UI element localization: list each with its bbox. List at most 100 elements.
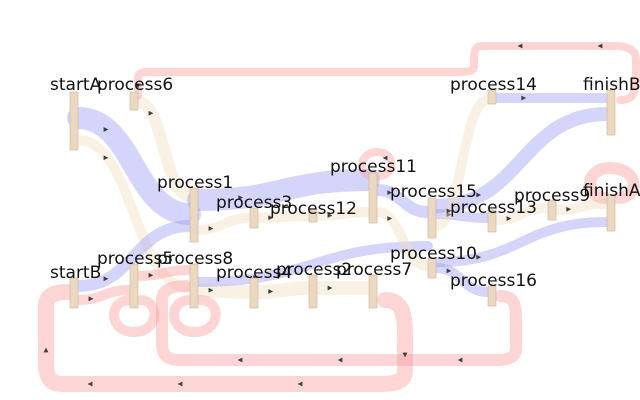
flow-arrow-icon <box>337 357 343 363</box>
node-bar-process16 <box>487 285 497 307</box>
flow-link-process9-to-finishA <box>551 199 612 215</box>
flow-link-startB-to-process5 <box>73 285 135 305</box>
node-bar-finishA <box>606 194 616 232</box>
flow-arrow-icon <box>476 192 482 198</box>
node-bar-startB <box>69 277 79 309</box>
node-label-process11: process11 <box>330 157 417 177</box>
flow-link-process13-to-process9 <box>491 203 553 225</box>
flow-arrow-icon <box>476 254 482 260</box>
node-label-startB: startB <box>50 263 101 283</box>
node-label-process16: process16 <box>450 271 537 291</box>
node-label-process14: process14 <box>450 75 537 95</box>
flow-link-process15-to-process13 <box>431 209 493 223</box>
flow-link-process5-to-process8 <box>133 265 195 281</box>
flow-arrow-icon <box>148 110 154 116</box>
flow-link-process4-to-process2 <box>251 281 316 299</box>
flow-arrow-icon <box>517 43 523 49</box>
flow-link-process15-to-process14 <box>431 95 493 231</box>
node-label-process2: process2 <box>276 260 352 280</box>
flow-link-process3-to-process12 <box>253 211 314 223</box>
flow-link-process6-to-process1 <box>132 96 196 202</box>
node-bar-process2 <box>308 274 318 309</box>
node-label-finishA: finishA <box>583 181 640 201</box>
node-label-process1: process1 <box>157 173 233 193</box>
flow-link-process10-to-process16 <box>431 263 493 297</box>
node-label-process5: process5 <box>97 249 173 269</box>
node-bar-process12 <box>308 209 318 223</box>
flow-arrow-icon <box>208 226 214 231</box>
flow-link-process10-to-finishA <box>431 217 612 267</box>
node-label-process4: process4 <box>216 263 292 283</box>
flow-arrow-icon <box>43 347 49 353</box>
node-label-process13: process13 <box>450 198 537 218</box>
flow-arrow-icon <box>103 127 109 132</box>
flow-arrow-icon <box>402 352 408 358</box>
flow-arrow-icon <box>177 381 183 387</box>
node-bar-process15 <box>427 197 437 239</box>
node-bar-process13 <box>487 209 497 233</box>
flow-arrow-icon <box>87 381 93 387</box>
flow-link-process5-to-process5 <box>109 295 160 338</box>
flow-arrow-icon <box>446 268 452 274</box>
flow-arrow-icon <box>387 190 393 196</box>
node-bar-process14 <box>487 89 497 105</box>
flow-link-process1-to-process11 <box>187 169 380 211</box>
node-bar-process11 <box>368 172 378 224</box>
flow-arrow-icon <box>238 195 244 200</box>
flow-link-startA-to-process1 <box>67 107 201 225</box>
flow-link-process11-to-process15 <box>371 184 434 218</box>
node-label-process9: process9 <box>514 186 590 206</box>
node-label-process7: process7 <box>336 260 412 280</box>
node-labels: startAprocess6startBprocess5process1proc… <box>50 75 640 291</box>
flow-arrow-icon <box>148 272 154 278</box>
flow-link-process12-to-process11 <box>312 207 374 221</box>
node-label-process8: process8 <box>157 249 233 269</box>
flow-link-process1-to-process3 <box>193 213 255 235</box>
node-bar-process10 <box>427 257 437 279</box>
flow-arrow-icon <box>382 155 388 161</box>
node-label-startA: startA <box>50 75 102 95</box>
node-bar-process4 <box>249 277 259 309</box>
flow-link-finishA-to-finishA <box>584 161 640 204</box>
flow-links <box>38 42 640 392</box>
flow-arrow-icon <box>208 287 214 293</box>
flow-arrow-icon <box>103 155 109 161</box>
flow-link-process8-to-process10 <box>193 241 433 287</box>
flow-link-process8-to-process8 <box>169 295 221 338</box>
node-label-process10: process10 <box>390 244 477 264</box>
node-label-process6: process6 <box>97 75 173 95</box>
node-bar-process9 <box>547 199 557 221</box>
flow-arrow-icon <box>457 357 463 363</box>
node-bar-process5 <box>129 263 139 309</box>
flow-link-finishB-to-process6 <box>134 42 640 104</box>
flow-arrow-icon <box>446 212 452 217</box>
node-bar-process3 <box>249 207 259 229</box>
node-label-process15: process15 <box>390 182 477 202</box>
node-bar-startA <box>69 91 79 151</box>
node-bar-finishB <box>606 89 616 136</box>
node-label-process12: process12 <box>270 199 357 219</box>
flow-arrow-icon <box>297 381 303 387</box>
flow-arrow-icon <box>446 208 452 214</box>
flow-link-startB-to-process1 <box>72 220 196 292</box>
flow-arrow-icon <box>88 296 94 302</box>
flow-arrow-icon <box>597 43 603 49</box>
flow-link-process11-to-process11 <box>358 147 396 180</box>
flow-arrow-icon <box>268 215 274 221</box>
flow-arrow-icon <box>327 285 333 291</box>
flow-arrow-icon <box>521 95 527 101</box>
node-label-process3: process3 <box>216 193 292 213</box>
flow-arrow-icon <box>268 289 274 294</box>
flow-arrow-icon <box>387 216 393 221</box>
flow-arrow-icon <box>237 357 243 363</box>
node-bar-process6 <box>129 91 139 111</box>
flow-link-process7-to-startB <box>38 284 413 392</box>
node-bar-process1 <box>189 187 199 243</box>
flow-arrow-icon <box>135 83 141 89</box>
flow-link-process11-to-process10 <box>372 207 433 271</box>
flow-arrow-icon <box>103 276 109 282</box>
flow-arrow-icon <box>327 213 333 218</box>
node-label-finishB: finishB <box>583 75 640 95</box>
flow-arrow-icon <box>506 216 512 221</box>
